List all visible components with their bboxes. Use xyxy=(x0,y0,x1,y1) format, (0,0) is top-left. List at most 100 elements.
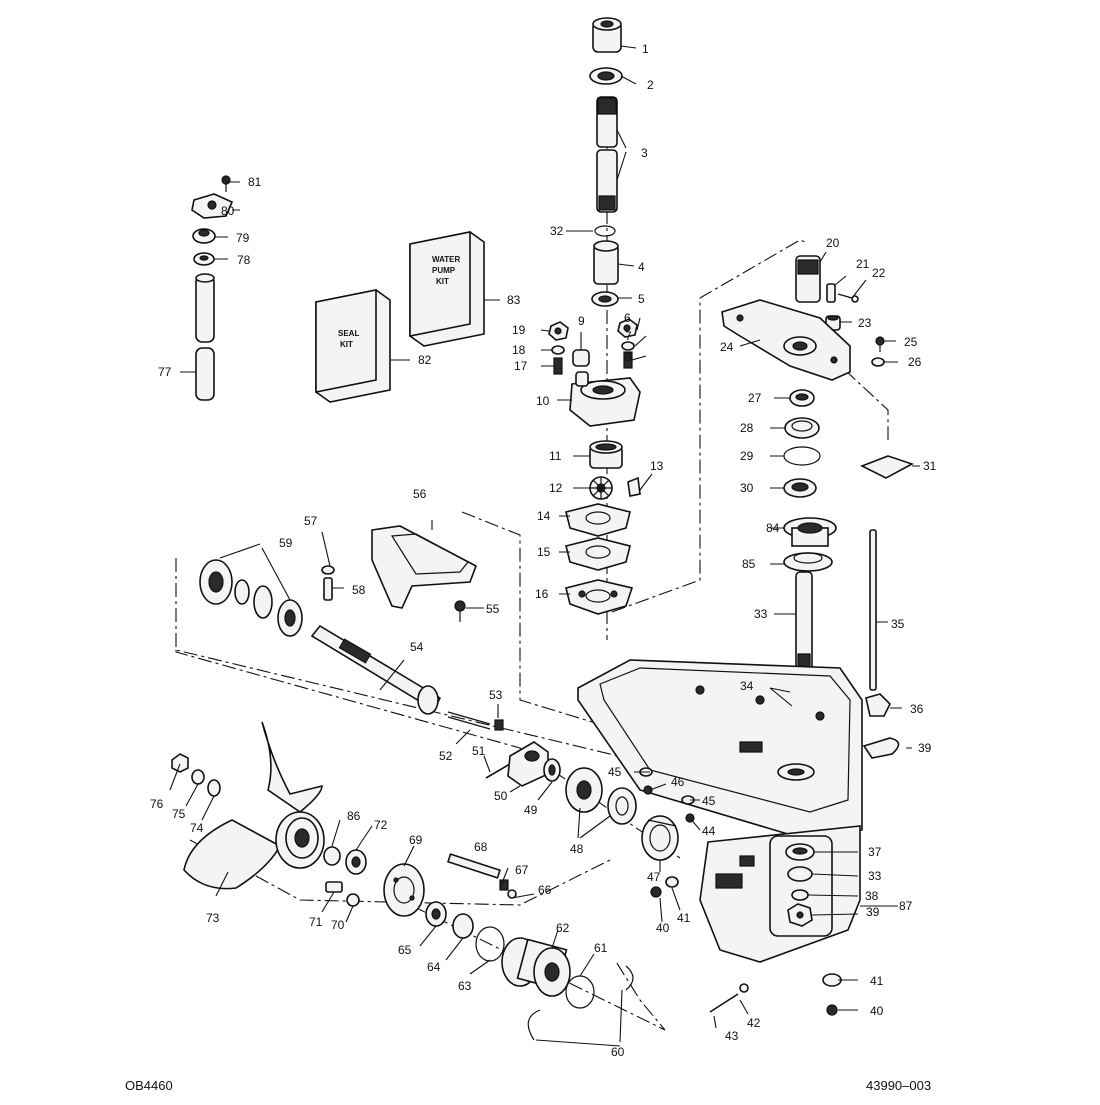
box-82-line-2: KIT xyxy=(340,340,353,349)
seal-kit-box: SEAL KIT xyxy=(315,289,391,403)
part-70-washer xyxy=(346,893,360,907)
part-43-bolt xyxy=(709,993,739,1013)
part-12-impeller xyxy=(589,476,613,500)
part-20-shift-rod xyxy=(795,255,821,303)
callout-49: 49 xyxy=(524,803,538,817)
callout-85: 85 xyxy=(742,557,756,571)
callout-37: 37 xyxy=(868,845,882,859)
callout-69: 69 xyxy=(409,833,423,847)
callout-57: 57 xyxy=(304,514,318,528)
assembly-line-plate xyxy=(844,369,889,440)
callout-9: 9 xyxy=(578,314,585,328)
box-83-line-1: WATER xyxy=(432,255,461,264)
callout-6: 6 xyxy=(624,311,631,325)
callout-81: 81 xyxy=(248,175,262,189)
callout-41: 41 xyxy=(870,974,884,988)
callout-18: 18 xyxy=(512,343,526,357)
part-38-washer xyxy=(791,889,809,901)
part-54-propshaft xyxy=(310,624,442,715)
part-18-washer xyxy=(551,345,565,355)
callout-72: 72 xyxy=(374,818,388,832)
part-37-bearing xyxy=(785,843,815,861)
assembly-line-shift xyxy=(611,239,806,613)
part-66-washer xyxy=(507,889,517,899)
part-22-pin xyxy=(837,293,859,303)
part-65-bushing xyxy=(425,901,447,927)
callout-33: 33 xyxy=(754,607,768,621)
callout-15: 15 xyxy=(537,545,551,559)
part-78-seal xyxy=(193,252,215,266)
callout-16: 16 xyxy=(535,587,549,601)
part-35-shift-shaft xyxy=(869,529,877,691)
callout-75: 75 xyxy=(172,807,186,821)
part-2-seal xyxy=(589,67,623,85)
part-26-washer xyxy=(871,357,885,367)
callout-30: 30 xyxy=(740,481,754,495)
callout-27: 27 xyxy=(748,391,762,405)
callout-29: 29 xyxy=(740,449,754,463)
part-29-oring xyxy=(783,446,821,466)
callout-24: 24 xyxy=(720,340,734,354)
part-32-oring xyxy=(594,225,616,237)
callout-74: 74 xyxy=(190,821,204,835)
part-81-screw xyxy=(221,175,231,192)
box-82-line-1: SEAL xyxy=(338,329,359,338)
part-48-reverse-gear xyxy=(565,767,637,825)
part-77-tube xyxy=(195,273,215,401)
part-39-nut xyxy=(787,903,813,927)
assembly-line-prop xyxy=(175,650,681,859)
callout-5: 5 xyxy=(638,292,645,306)
part-51-pin xyxy=(485,763,511,779)
callout-39: 39 xyxy=(918,741,932,755)
part-62-bearing-carrier xyxy=(501,937,571,997)
box-83-line-3: KIT xyxy=(436,277,449,286)
callout-41: 41 xyxy=(677,911,691,925)
part-63-oring xyxy=(475,926,505,962)
part-61-oring xyxy=(565,975,595,1009)
part-75-washer xyxy=(191,769,205,785)
part-25-screw xyxy=(875,336,885,352)
part-14-plate xyxy=(565,503,631,537)
part-68-bolt xyxy=(447,853,501,879)
callout-84: 84 xyxy=(766,521,780,535)
callout-7: 7 xyxy=(625,329,632,343)
part-40-screw xyxy=(650,886,662,898)
part-16-plate xyxy=(565,579,634,615)
part-64-bearing xyxy=(452,913,474,939)
part-86-washer xyxy=(323,846,341,866)
callout-46: 46 xyxy=(671,775,685,789)
part-79-bushing xyxy=(192,228,216,244)
part-67-nut xyxy=(499,879,509,891)
part-47-bearing xyxy=(641,815,679,861)
part-71-screw xyxy=(325,881,343,893)
callout-38: 38 xyxy=(865,889,879,903)
callout-21: 21 xyxy=(856,257,870,271)
part-27-seal xyxy=(789,389,815,407)
callout-42: 42 xyxy=(747,1016,761,1030)
callout-76: 76 xyxy=(150,797,164,811)
callout-1: 1 xyxy=(642,42,649,56)
callout-52: 52 xyxy=(439,749,453,763)
callout-58: 58 xyxy=(352,583,366,597)
part-60-retaining-ring xyxy=(527,965,634,1041)
part-69-thrust-hub xyxy=(383,863,425,917)
callout-67: 67 xyxy=(515,863,529,877)
callout-2: 2 xyxy=(647,78,654,92)
callout-13: 13 xyxy=(650,459,664,473)
callout-63: 63 xyxy=(458,979,472,993)
part-9-grommet xyxy=(572,349,590,367)
leader-lines xyxy=(169,45,920,1047)
callout-34: 34 xyxy=(740,679,754,693)
callout-53: 53 xyxy=(489,688,503,702)
callout-22: 22 xyxy=(872,266,886,280)
part-17-stud xyxy=(553,357,563,375)
part-52-shift-rod xyxy=(447,711,491,730)
part-3-driveshaft xyxy=(596,96,618,213)
part-10-pump-housing xyxy=(569,371,641,427)
part-30-bearing xyxy=(783,478,817,498)
callout-61: 61 xyxy=(594,941,608,955)
part-76-nut xyxy=(171,753,189,773)
